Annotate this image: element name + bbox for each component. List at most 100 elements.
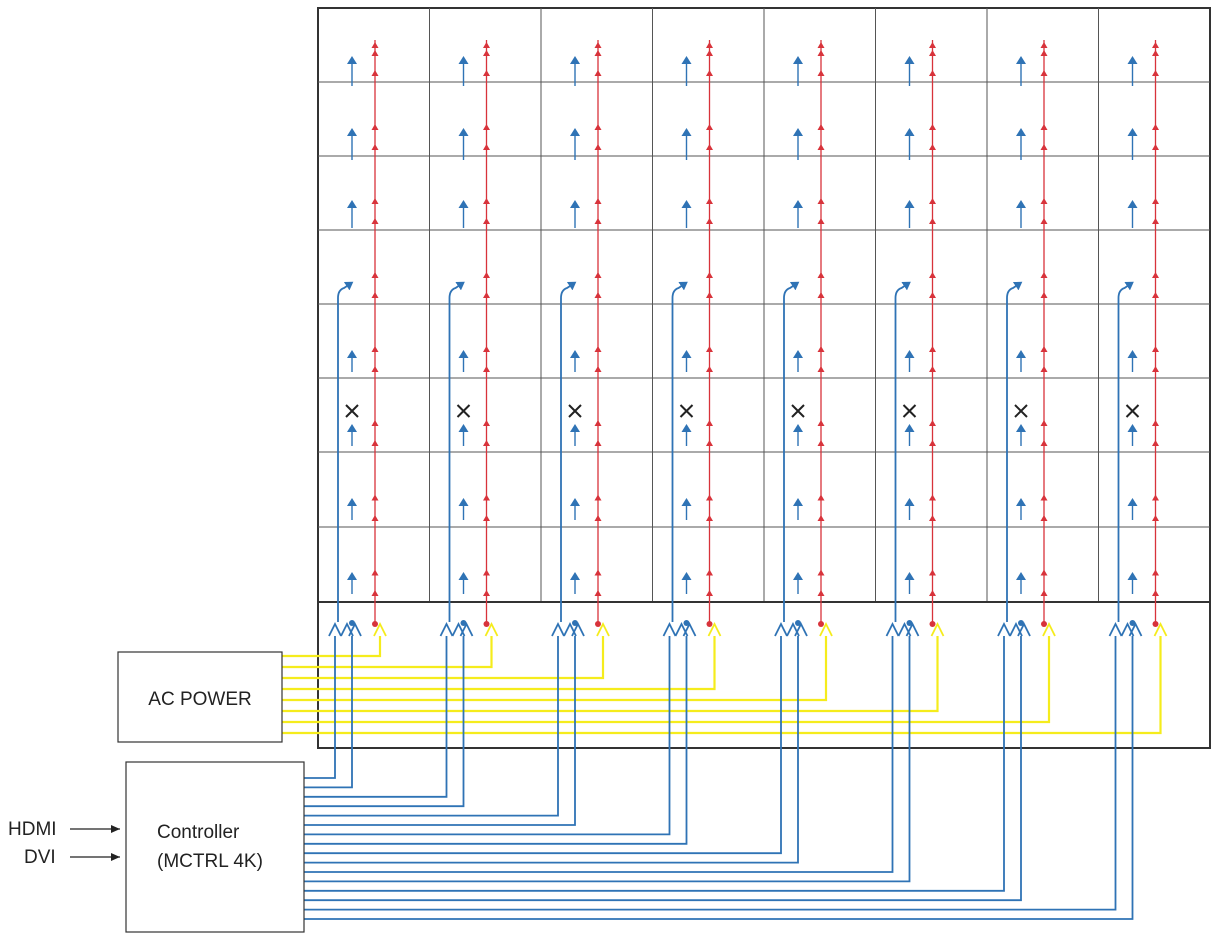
- power-arrow-icon: [706, 42, 713, 48]
- power-arrow-icon: [929, 70, 936, 76]
- power-arrow-icon: [371, 144, 379, 150]
- power-arrow-icon: [929, 144, 936, 150]
- power-arrow-icon: [1040, 440, 1048, 446]
- power-arrow-icon: [594, 292, 602, 298]
- controller-label: Controller: [157, 822, 240, 843]
- data-node: [572, 620, 578, 626]
- power-arrow-icon: [1040, 42, 1048, 48]
- power-arrow-icon: [371, 292, 379, 298]
- power-arrow-icon: [1152, 198, 1159, 204]
- power-arrow-icon: [706, 366, 713, 372]
- bypass-cable: [560, 281, 577, 622]
- data-node: [683, 620, 690, 626]
- controller-data-line: [304, 636, 465, 808]
- controller-data-line: [304, 636, 559, 817]
- failed-cabinet-icon: [1125, 404, 1140, 418]
- power-arrow-icon: [371, 569, 379, 576]
- power-arrow-icon: [1040, 124, 1048, 130]
- power-arrow-icon: [817, 590, 825, 596]
- power-arrow-icon: [594, 42, 602, 48]
- ac-feed-line: [282, 636, 1051, 724]
- power-arrow-icon: [929, 366, 936, 372]
- failed-cabinet-icon: [679, 404, 694, 418]
- power-arrow-icon: [594, 218, 602, 224]
- power-arrow-icon: [371, 366, 379, 372]
- ac-feed-line: [282, 636, 939, 713]
- power-arrow-icon: [817, 218, 825, 224]
- power-arrow-icon: [817, 366, 825, 372]
- power-arrow-icon: [1152, 218, 1159, 224]
- data-connector-icon: [571, 621, 585, 637]
- power-arrow-icon: [817, 494, 825, 501]
- power-node: [929, 621, 936, 627]
- data-node: [349, 620, 355, 626]
- power-arrow-icon: [371, 70, 379, 76]
- failed-cabinet-icon: [791, 404, 805, 418]
- power-arrow-icon: [817, 292, 825, 298]
- data-connector-icon: [551, 621, 565, 637]
- failed-cabinet-icon: [568, 404, 582, 418]
- power-arrow-icon: [1152, 50, 1159, 56]
- power-arrow-icon: [929, 50, 936, 56]
- bypass-cable: [448, 281, 465, 622]
- data-connector-icon: [1017, 621, 1031, 637]
- power-arrow-icon: [817, 198, 825, 204]
- data-node: [795, 620, 801, 626]
- cabinet-column: [662, 40, 722, 637]
- power-arrow-icon: [1152, 440, 1159, 446]
- power-arrow-icon: [371, 440, 379, 446]
- power-arrow-icon: [1040, 494, 1048, 501]
- power-arrow-icon: [371, 420, 379, 426]
- power-arrow-icon: [594, 50, 602, 56]
- power-arrow-icon: [817, 420, 825, 426]
- power-arrow-icon: [1040, 144, 1048, 150]
- power-arrow-icon: [1040, 420, 1048, 426]
- power-arrow-icon: [594, 272, 602, 278]
- power-arrow-icon: [371, 272, 379, 278]
- power-arrow-icon: [706, 144, 713, 150]
- ac-power-label: AC POWER: [148, 689, 251, 710]
- power-arrow-icon: [817, 569, 825, 576]
- power-arrow-icon: [1152, 515, 1159, 521]
- data-connector-icon: [348, 621, 362, 637]
- power-arrow-icon: [1152, 292, 1159, 298]
- power-arrow-icon: [817, 42, 825, 48]
- power-arrow-icon: [1152, 42, 1159, 48]
- data-connector-icon: [905, 621, 920, 637]
- power-arrow-icon: [929, 272, 936, 278]
- power-arrow-icon: [594, 440, 602, 446]
- power-arrow-icon: [371, 590, 379, 596]
- ac-feed-line: [282, 636, 382, 658]
- data-connector-icon: [794, 621, 808, 637]
- data-connector-icon: [459, 621, 474, 637]
- power-arrow-icon: [706, 70, 713, 76]
- power-arrow-icon: [706, 590, 713, 596]
- power-arrow-icon: [594, 124, 602, 130]
- power-arrow-icon: [594, 346, 602, 352]
- data-connector-icon: [682, 621, 697, 637]
- power-arrow-icon: [706, 569, 713, 576]
- power-arrow-icon: [929, 420, 936, 426]
- power-arrow-icon: [817, 272, 825, 278]
- power-node: [1152, 621, 1159, 627]
- power-arrow-icon: [483, 198, 490, 204]
- power-arrow-icon: [929, 124, 936, 130]
- controller-data-line: [304, 636, 799, 864]
- data-connector-icon: [1108, 621, 1123, 637]
- bypass-cable: [337, 281, 354, 622]
- power-arrow-icon: [929, 198, 936, 204]
- power-arrow-icon: [1152, 569, 1159, 576]
- bypass-cable: [894, 281, 911, 622]
- data-connector-icon: [774, 621, 788, 637]
- bypass-cable: [1006, 281, 1023, 622]
- power-arrow-icon: [483, 272, 490, 278]
- power-arrow-icon: [483, 50, 490, 56]
- power-arrow-icon: [483, 440, 490, 446]
- controller-model-label: (MCTRL 4K): [157, 851, 263, 872]
- power-arrow-icon: [594, 198, 602, 204]
- power-arrow-icon: [1152, 494, 1159, 501]
- hdmi-label: HDMI: [8, 819, 57, 840]
- controller-data-line: [304, 636, 688, 845]
- controller-data-line: [304, 636, 911, 883]
- power-arrow-icon: [483, 144, 490, 150]
